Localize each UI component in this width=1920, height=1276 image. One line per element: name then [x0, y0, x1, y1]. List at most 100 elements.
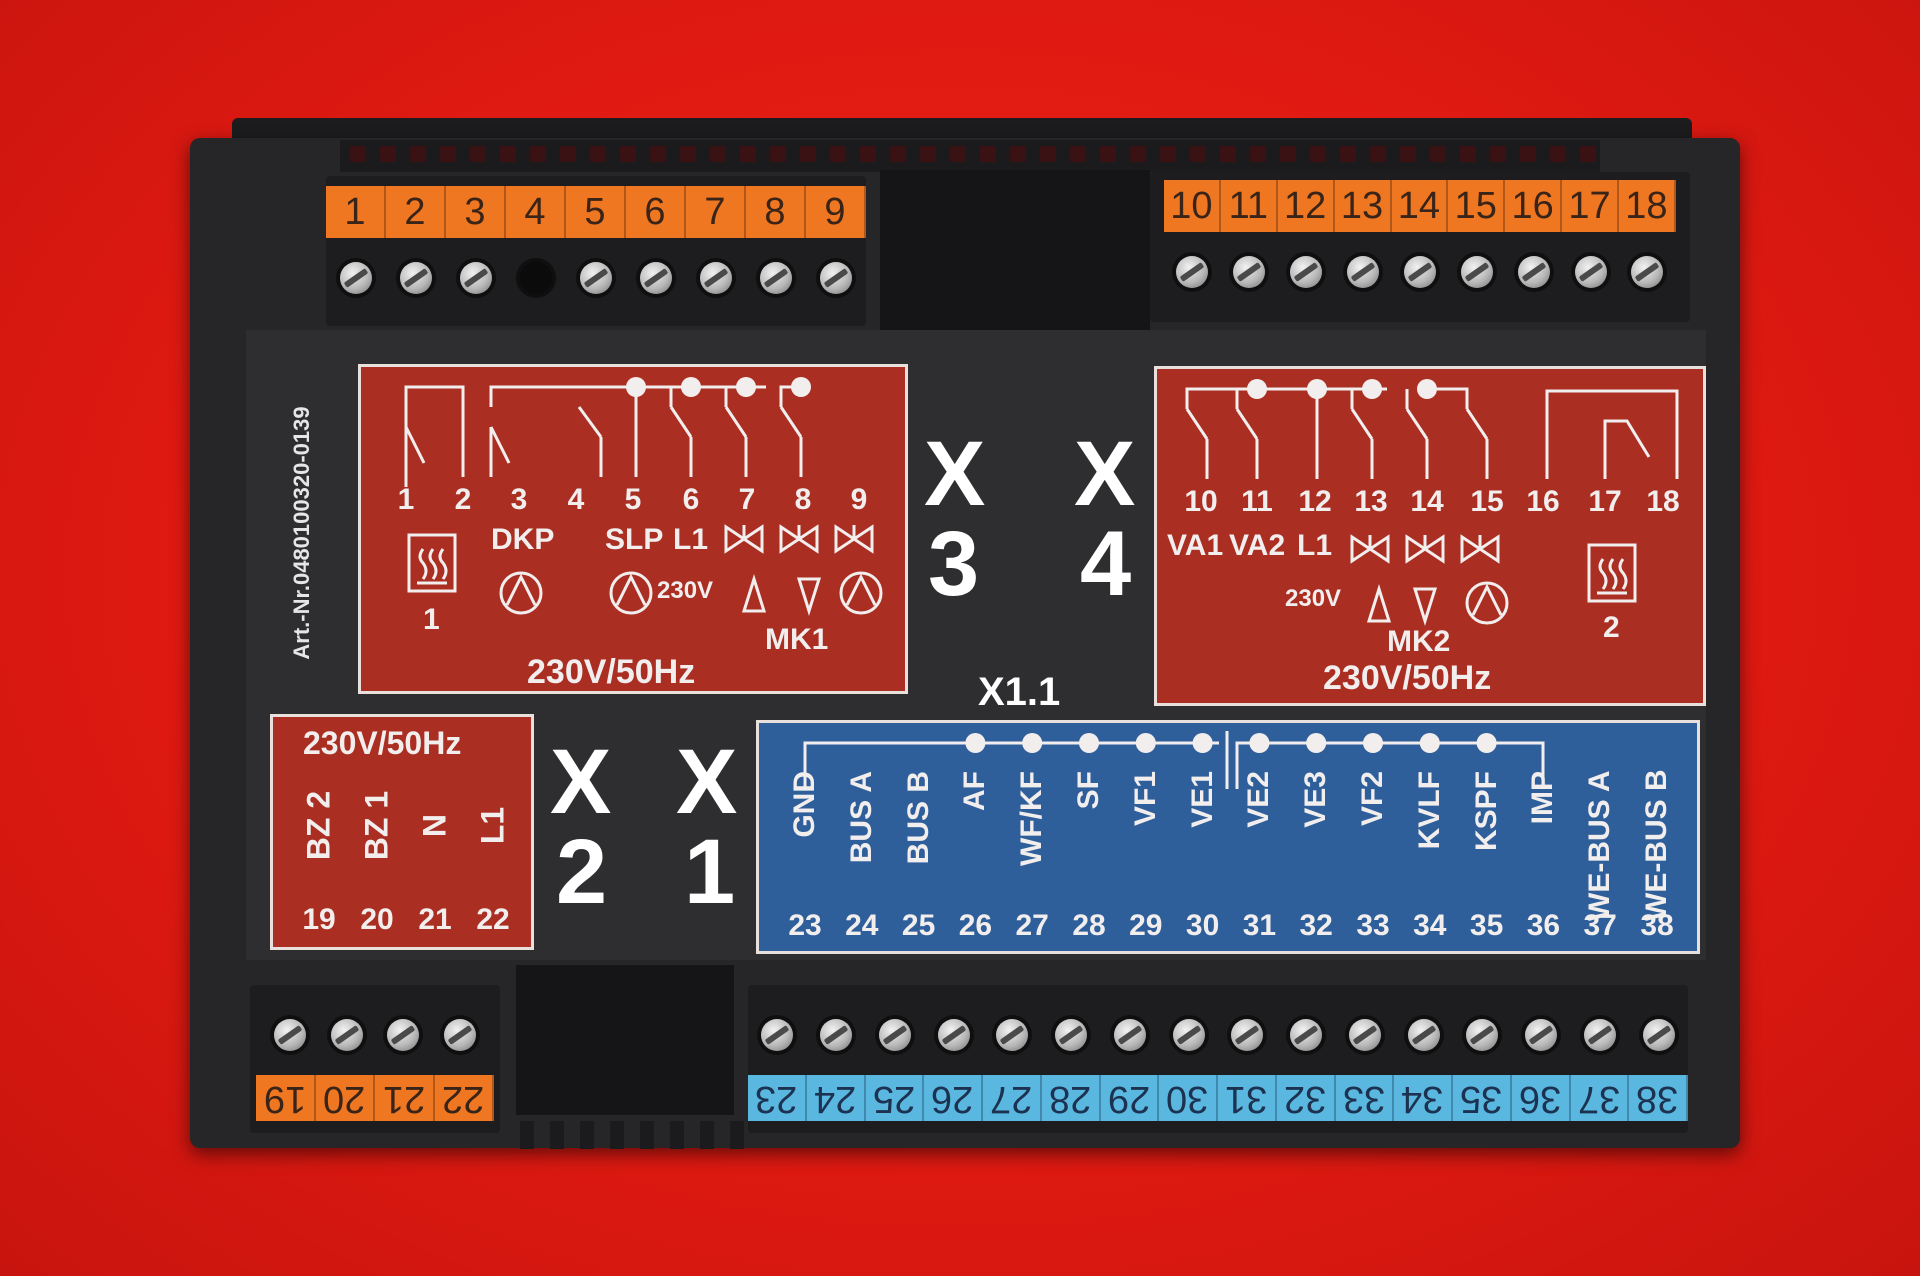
screw-terminal[interactable]: [432, 995, 489, 1075]
panel-terminal-number: 6: [682, 483, 700, 516]
screw-terminal[interactable]: [1619, 232, 1676, 312]
terminal-number-text: 3: [464, 190, 486, 233]
screw-terminal[interactable]: [566, 238, 626, 318]
screw-terminal[interactable]: [1101, 995, 1160, 1075]
screw-head-icon: [820, 262, 852, 294]
panel-terminal-number: 19: [302, 903, 336, 936]
screw-terminal[interactable]: [1042, 995, 1101, 1075]
junction-dot: [1476, 733, 1497, 753]
panel-terminal-number: 13: [1354, 485, 1388, 518]
panel-terminal-number: 20: [360, 903, 394, 936]
vent-tooth: [580, 1121, 594, 1149]
screw-terminal[interactable]: [446, 238, 506, 318]
vent-slot: [860, 146, 876, 162]
screw-terminal[interactable]: [807, 995, 866, 1075]
screw-terminal[interactable]: [319, 995, 376, 1075]
screw-terminal[interactable]: [1218, 995, 1277, 1075]
vent-slot: [1460, 146, 1476, 162]
vent-slot: [1190, 146, 1206, 162]
screw-terminal[interactable]: [1221, 232, 1278, 312]
signal-label: BZ 1: [358, 790, 395, 861]
screw-terminal[interactable]: [1392, 232, 1449, 312]
screw-terminal[interactable]: [1562, 232, 1619, 312]
screw-terminal[interactable]: [1571, 995, 1630, 1075]
signal-label: AF: [958, 771, 992, 811]
panel-terminal-number: 28: [1072, 909, 1106, 942]
screw-terminal[interactable]: [1278, 232, 1335, 312]
terminal-number: 13: [1335, 180, 1392, 232]
screw-terminal[interactable]: [1335, 232, 1392, 312]
screw-terminal[interactable]: [1453, 995, 1512, 1075]
terminal-number: 25: [866, 1075, 925, 1121]
vent-slot: [1220, 146, 1236, 162]
screw-terminal[interactable]: [983, 995, 1042, 1075]
screw-head-icon: [1642, 1019, 1675, 1051]
vent-slot: [1400, 146, 1416, 162]
heater-number: 1: [423, 603, 440, 636]
screw-terminal[interactable]: [326, 238, 386, 318]
panel-terminal-number: 11: [1241, 485, 1273, 518]
terminal-number-text: 26: [931, 1077, 974, 1120]
terminal-number: 5: [566, 186, 626, 238]
screw-terminal[interactable]: [686, 238, 746, 318]
screw-terminal[interactable]: [1159, 995, 1218, 1075]
screw-head-icon: [1583, 1019, 1616, 1051]
terminal-number-text: 24: [813, 1077, 857, 1120]
screw-terminal[interactable]: [866, 995, 925, 1075]
terminal-number: 19: [256, 1075, 316, 1121]
screw-head-icon: [1113, 1019, 1146, 1051]
screw-terminal[interactable]: [1277, 995, 1336, 1075]
screw-terminal[interactable]: [626, 238, 686, 318]
vent-slot: [410, 146, 426, 162]
vent-slot: [1580, 146, 1596, 162]
voltage-label: 230V/50Hz: [1323, 659, 1492, 697]
screw-terminal[interactable]: [262, 995, 319, 1075]
screw-terminal[interactable]: [506, 238, 566, 318]
panel-terminal-number: 10: [1184, 485, 1218, 518]
screw-terminal[interactable]: [1448, 232, 1505, 312]
terminal-number: 22: [435, 1075, 494, 1121]
screw-terminal[interactable]: [386, 238, 446, 318]
junction-dot: [1363, 733, 1383, 753]
connector-x4-number: 4: [1080, 513, 1132, 615]
screw-head-icon: [443, 1019, 476, 1051]
screw-head-icon: [1231, 1019, 1264, 1051]
signal-label: VF1: [1128, 771, 1162, 827]
screw-head-icon: [1233, 256, 1266, 288]
terminal-number: 30: [1159, 1075, 1218, 1121]
screw-head-icon: [330, 1019, 363, 1051]
label-va1: VA1: [1167, 529, 1224, 562]
screw-terminal[interactable]: [1336, 995, 1395, 1075]
terminal-number-text: 8: [764, 190, 786, 233]
screw-terminal[interactable]: [924, 995, 983, 1075]
screw-terminal[interactable]: [748, 995, 807, 1075]
screw-terminal[interactable]: [1505, 232, 1562, 312]
panel-terminal-number: 30: [1185, 909, 1220, 942]
screw-terminal[interactable]: [375, 995, 432, 1075]
terminal-number: 28: [1042, 1075, 1101, 1121]
screw-terminal[interactable]: [806, 238, 866, 318]
panel-terminal-number: 9: [850, 483, 868, 516]
terminal-number-text: 31: [1225, 1077, 1268, 1120]
x4-wiring-diagram: [1185, 379, 1679, 627]
screw-terminal[interactable]: [1629, 995, 1688, 1075]
vent-slot: [1520, 146, 1536, 162]
screw-terminal[interactable]: [746, 238, 806, 318]
terminal-number-text: 1: [344, 190, 366, 233]
screw-terminal[interactable]: [1512, 995, 1571, 1075]
terminal-number-text: 21: [382, 1077, 425, 1120]
vent-slot: [680, 146, 696, 162]
terminal-number-text: 16: [1511, 184, 1554, 227]
panel-terminal-number: 12: [1298, 485, 1332, 518]
terminal-number: 23: [748, 1075, 807, 1121]
panel-terminal-number: 8: [794, 483, 812, 516]
screw-terminal[interactable]: [1164, 232, 1221, 312]
terminal-number-text: 10: [1170, 184, 1213, 227]
vent-slot: [500, 146, 516, 162]
screw-terminal[interactable]: [1394, 995, 1453, 1075]
